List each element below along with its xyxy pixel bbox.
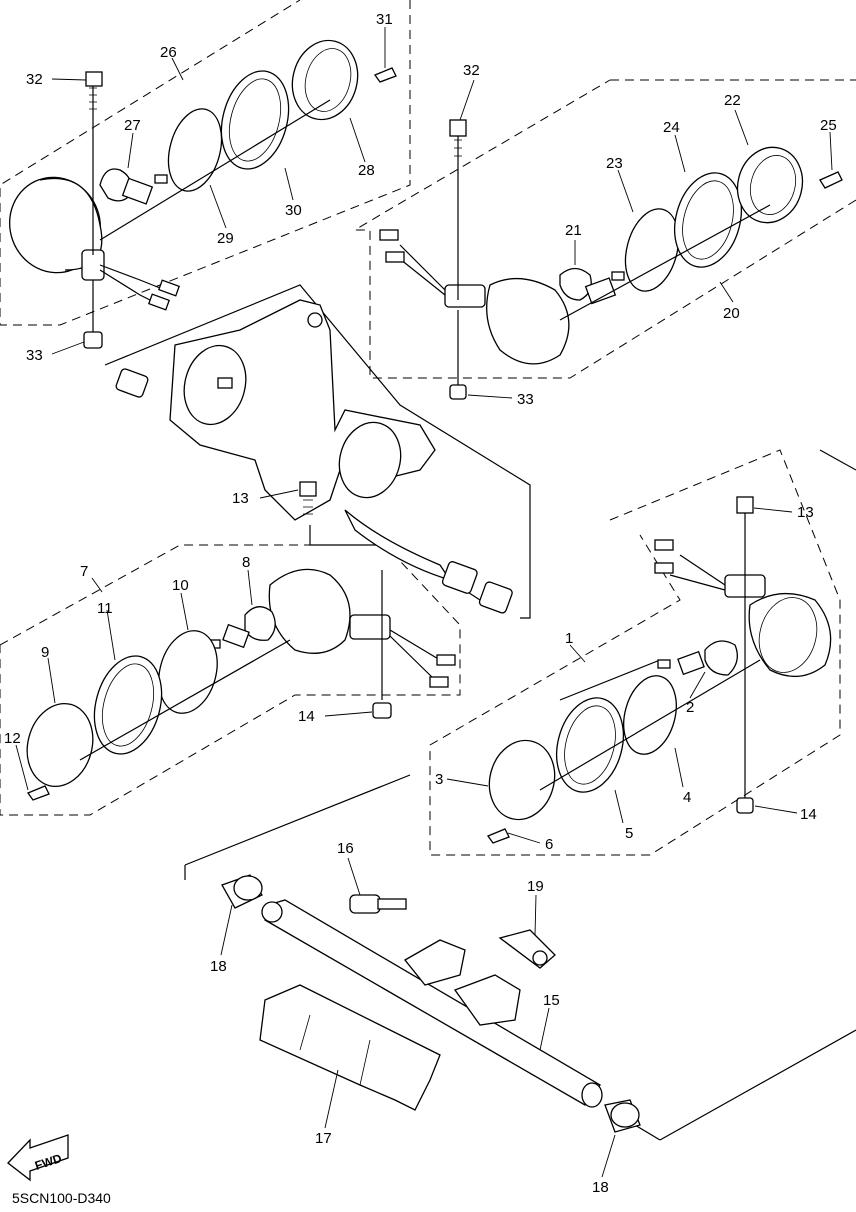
callout-12: 12 — [4, 730, 21, 747]
callout-33b: 33 — [517, 391, 534, 408]
callout-30: 30 — [285, 202, 302, 219]
callout-5: 5 — [625, 825, 633, 842]
callout-25: 25 — [820, 117, 837, 134]
callout-16: 16 — [337, 840, 354, 857]
callout-18b: 18 — [592, 1179, 609, 1196]
turn-signal-front-left — [8, 39, 397, 349]
leader-lines — [15, 27, 833, 1178]
fwd-arrow: FWD — [7, 1134, 69, 1182]
callout-17: 17 — [315, 1130, 332, 1147]
callout-10: 10 — [172, 577, 189, 594]
callout-13b: 13 — [797, 504, 814, 521]
callout-labels: 32 26 27 29 30 28 31 33 32 21 23 24 22 2… — [4, 11, 837, 1206]
callout-6: 6 — [545, 836, 553, 853]
callout-21: 21 — [565, 222, 582, 239]
callout-20: 20 — [723, 305, 740, 322]
turn-signal-rear-left — [26, 568, 456, 801]
callout-19: 19 — [527, 878, 544, 895]
callout-11: 11 — [97, 600, 113, 617]
callout-33: 33 — [26, 347, 43, 364]
callout-9: 9 — [41, 644, 49, 661]
callout-14: 14 — [298, 708, 315, 725]
callout-4: 4 — [683, 789, 691, 806]
callout-3: 3 — [435, 771, 443, 788]
callout-22: 22 — [724, 92, 741, 109]
callout-32: 32 — [26, 71, 43, 88]
callout-28: 28 — [358, 162, 375, 179]
turn-signal-rear-right — [486, 496, 832, 844]
callout-7: 7 — [80, 563, 88, 580]
callout-1: 1 — [565, 630, 573, 647]
assembly-boundaries — [0, 0, 856, 1141]
stay-assembly — [221, 874, 641, 1133]
callout-32b: 32 — [463, 62, 480, 79]
callout-13: 13 — [232, 490, 249, 507]
callout-26: 26 — [160, 44, 177, 61]
callout-2: 2 — [686, 699, 694, 716]
callout-18: 18 — [210, 958, 227, 975]
callout-8: 8 — [242, 554, 250, 571]
callout-31: 31 — [376, 11, 393, 28]
callout-27: 27 — [124, 117, 141, 134]
callout-14b: 14 — [800, 806, 817, 823]
callout-23: 23 — [606, 155, 623, 172]
callout-29: 29 — [217, 230, 234, 247]
turn-signal-front-right — [379, 119, 843, 400]
center-bracket — [115, 299, 513, 614]
diagram-code: 5SCN100-D340 — [12, 1190, 111, 1206]
callout-24: 24 — [663, 119, 680, 136]
callout-15: 15 — [543, 992, 560, 1009]
